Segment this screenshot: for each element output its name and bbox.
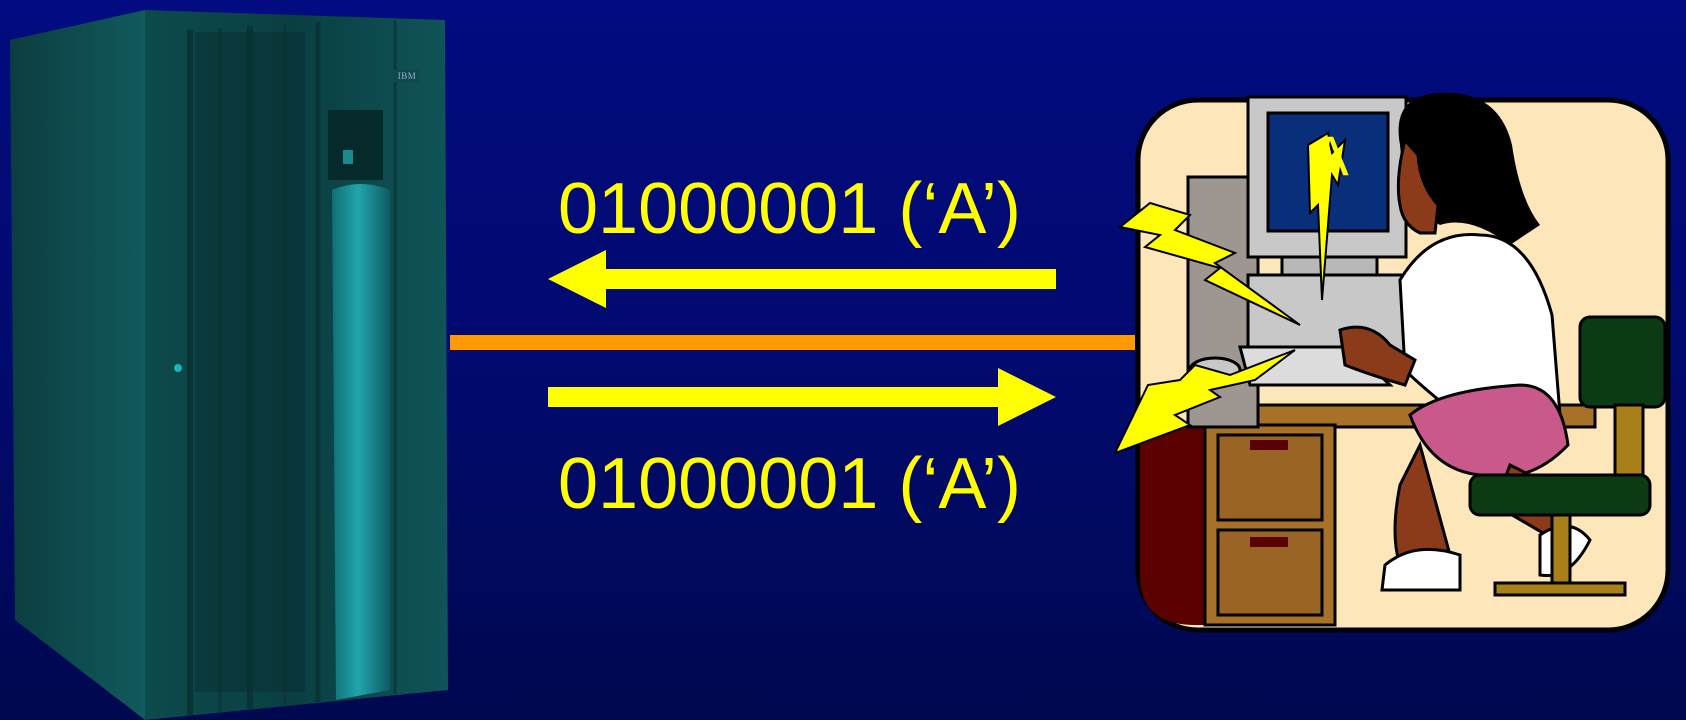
- mainframe-illustration: [10, 10, 448, 720]
- terminal-user-illustration: [1113, 92, 1671, 633]
- communication-line: [450, 335, 1135, 350]
- bottom-bit-label: 01000001 (‘A’): [558, 444, 1021, 524]
- arrow-left-icon: [548, 250, 1056, 308]
- ibm-logo: IBM: [397, 71, 417, 81]
- screen-character: A: [1311, 124, 1349, 187]
- arrow-right-icon: [548, 368, 1056, 426]
- top-bit-label: 01000001 (‘A’): [558, 169, 1021, 249]
